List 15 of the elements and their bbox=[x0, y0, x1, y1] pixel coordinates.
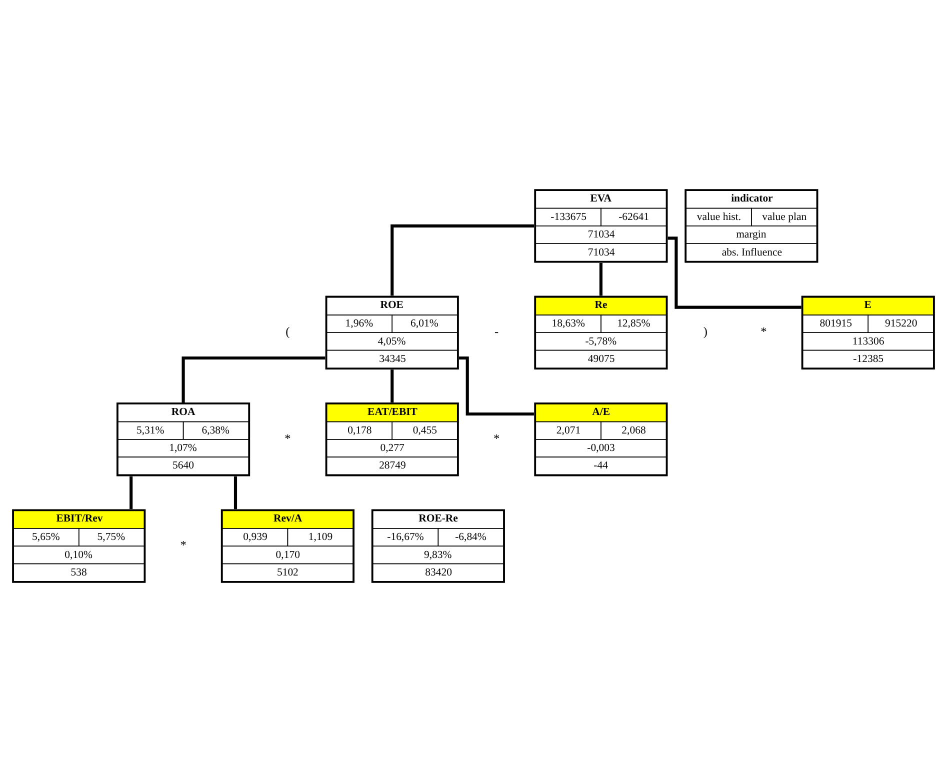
connector bbox=[390, 370, 394, 402]
connector bbox=[668, 236, 802, 309]
label: * bbox=[284, 431, 291, 446]
label: * bbox=[493, 431, 500, 446]
connector bbox=[390, 224, 534, 296]
connector bbox=[599, 262, 602, 296]
label: * bbox=[760, 324, 767, 339]
label: - bbox=[494, 324, 499, 339]
connector bbox=[130, 476, 133, 510]
connector bbox=[234, 476, 238, 510]
label: ) bbox=[703, 324, 708, 339]
label: ( bbox=[286, 324, 290, 339]
label: * bbox=[180, 538, 186, 552]
connector bbox=[182, 356, 326, 402]
connector bbox=[459, 356, 534, 416]
